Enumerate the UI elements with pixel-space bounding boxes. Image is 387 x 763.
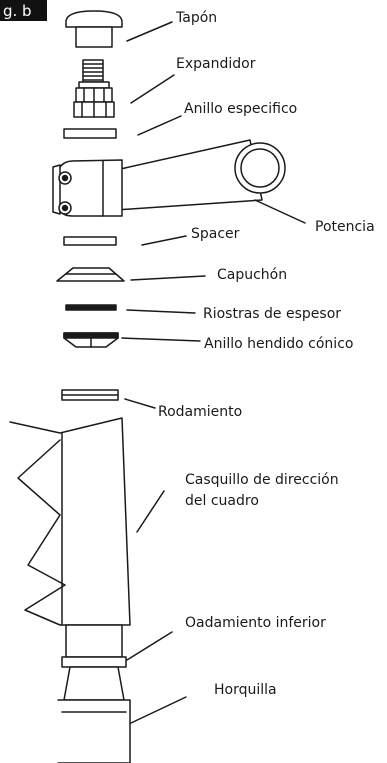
leader-line-expandidor	[130, 74, 175, 104]
label-expandidor: Expandidor	[176, 56, 256, 72]
spacer-part	[63, 236, 117, 246]
label-potencia: Potencia	[315, 219, 375, 235]
split-cone-ring-part	[63, 332, 119, 348]
leader-line-horquilla	[130, 696, 187, 724]
figure-tag-box	[0, 0, 47, 21]
leader-line-spacer	[141, 235, 187, 246]
leader-line-anillo-hendido	[121, 337, 201, 342]
label-capuchon: Capuchón	[217, 267, 287, 283]
label-casquillo-line2: del cuadro	[185, 493, 259, 509]
label-rodamiento: Rodamiento	[158, 404, 242, 420]
leader-line-riostras	[126, 309, 196, 314]
leader-line-rodamiento	[124, 398, 156, 409]
label-anillo-especifico: Anillo especifico	[184, 101, 297, 117]
leader-line-potencia	[254, 199, 306, 224]
leader-line-capuchon	[130, 275, 206, 281]
stem-part	[52, 139, 286, 217]
leader-line-tapon	[126, 21, 173, 42]
top-cap-part	[65, 10, 123, 48]
label-horquilla: Horquilla	[214, 682, 277, 698]
label-tapon: Tapón	[175, 10, 217, 26]
cone-cap-part	[56, 267, 125, 282]
frame-head-tube-part	[9, 417, 131, 626]
label-casquillo-line1: Casquillo de dirección	[185, 472, 339, 488]
label-anillo-hendido: Anillo hendido cónico	[204, 336, 353, 352]
label-oadamiento: Oadamiento inferior	[185, 615, 326, 631]
specific-ring-part	[63, 128, 117, 139]
leader-line-casquillo	[136, 490, 165, 533]
label-spacer: Spacer	[191, 226, 240, 242]
thick-washer-part	[65, 304, 117, 311]
fork-part	[57, 624, 131, 763]
expander-part	[73, 59, 115, 118]
leader-line-anillo-especifico	[137, 115, 182, 136]
label-riostras: Riostras de espesor	[203, 306, 341, 322]
leader-line-oadamiento	[126, 631, 173, 661]
figure-tag-label: g. b	[3, 2, 32, 20]
bearing-part	[61, 389, 119, 401]
